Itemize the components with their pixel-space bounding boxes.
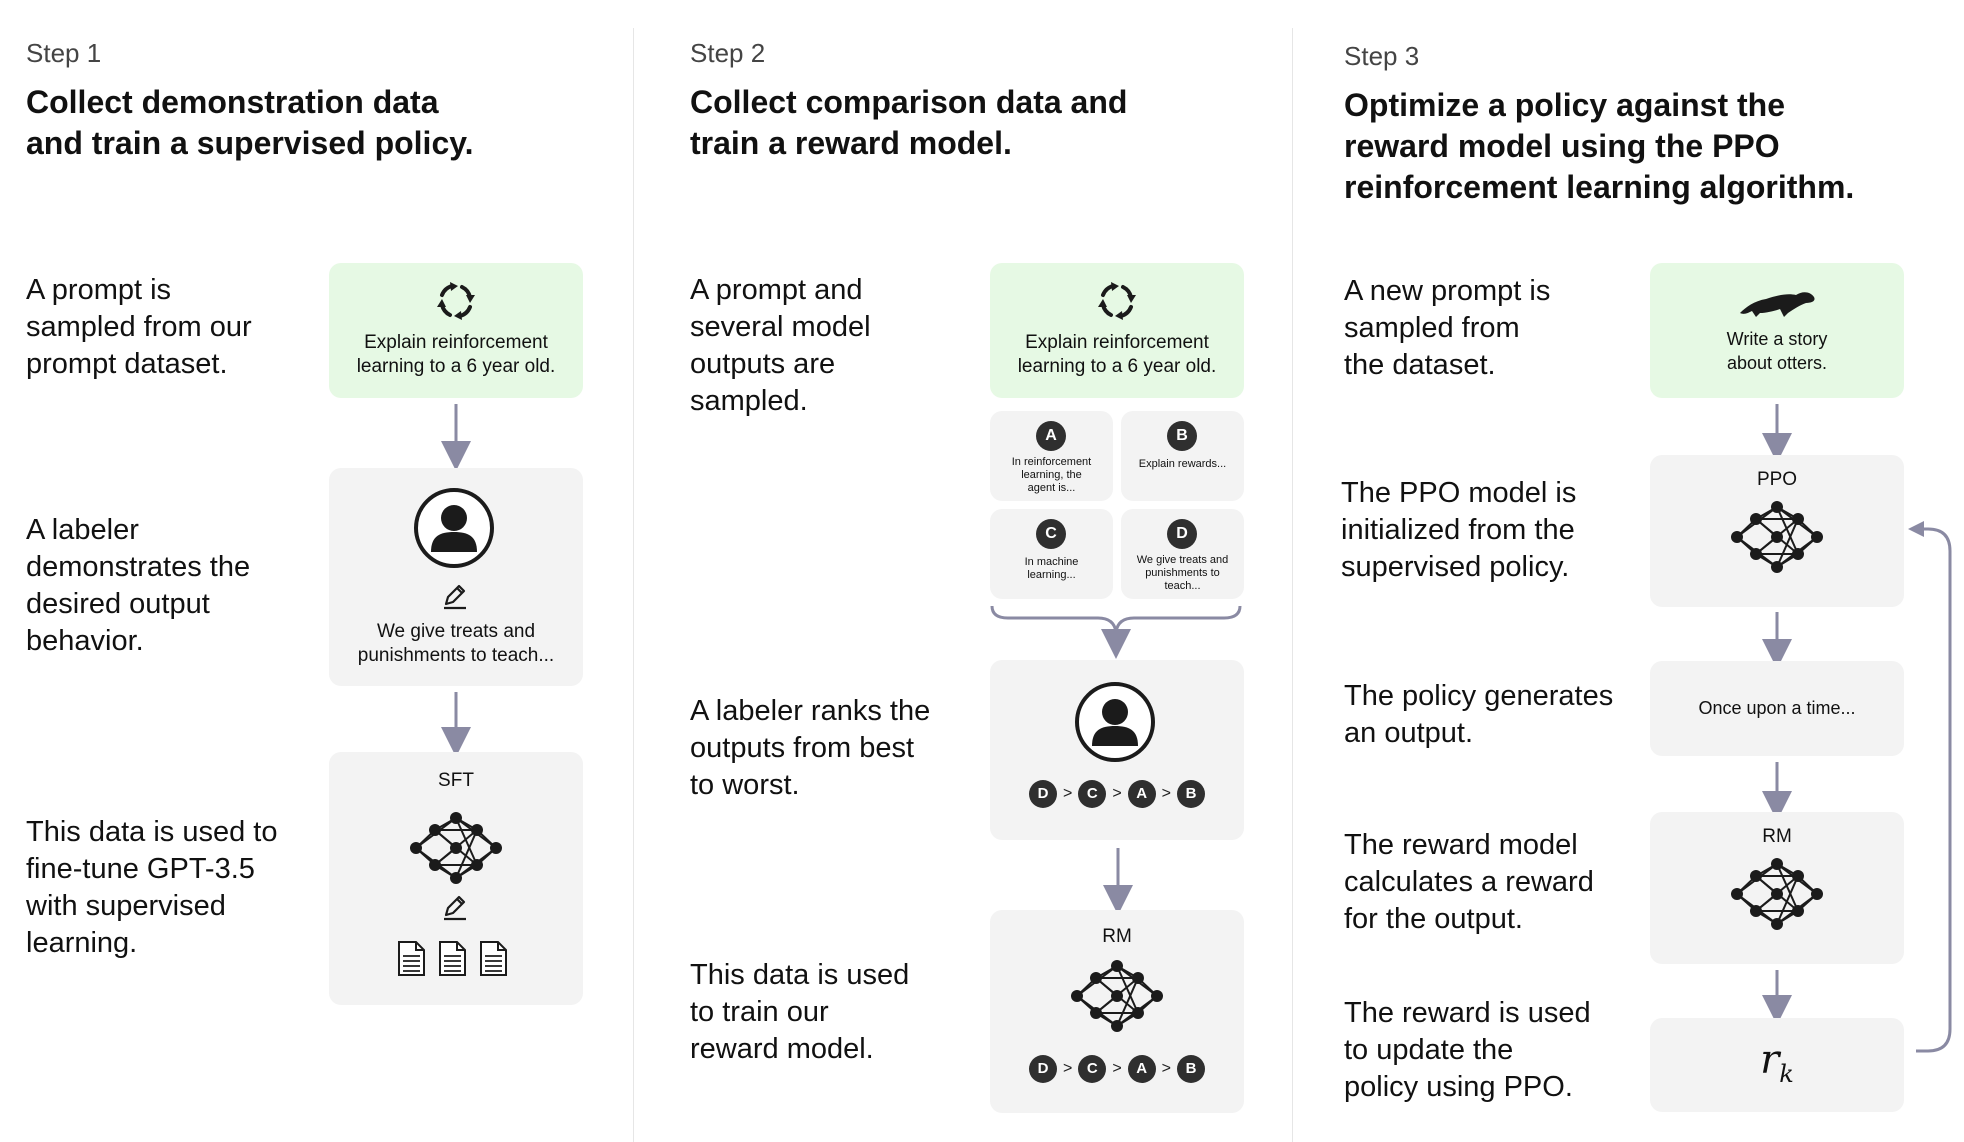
- option-letter-badge: D: [1167, 519, 1197, 549]
- document-icon: [439, 941, 466, 976]
- feedback-arrow-icon: [1908, 521, 1952, 1053]
- network-icon: [1730, 857, 1824, 931]
- option-letter-badge: C: [1036, 519, 1066, 549]
- brace-icon: [990, 605, 1242, 659]
- otter-icon: [1740, 292, 1815, 317]
- step3-arrow-1: [1762, 404, 1792, 463]
- reward-symbol: rk: [1760, 1037, 1794, 1088]
- step3-arrow-2: [1762, 612, 1792, 669]
- step3-arrow-4: [1762, 970, 1792, 1025]
- column-divider-1: [633, 28, 634, 1142]
- step3-title: Optimize a policy against the reward mod…: [1344, 87, 1855, 205]
- pencil-icon: [442, 895, 468, 921]
- output-option-b: B Explain rewards...: [1121, 411, 1244, 501]
- step2-arrow-2: [1103, 848, 1133, 915]
- step3-rm-box: RM: [1650, 812, 1904, 964]
- step1-arrow-2: [441, 692, 471, 757]
- step2-title: Collect comparison data and train a rewa…: [690, 84, 1128, 161]
- ranking-order: D> C> A> B: [990, 780, 1244, 808]
- step2-ranking-box: D> C> A> B: [990, 660, 1244, 840]
- policy-output-text: Once upon a time...: [1698, 698, 1856, 718]
- step3-label: Step 3: [1344, 41, 1420, 71]
- document-icon: [398, 941, 425, 976]
- sft-label: SFT: [438, 770, 474, 791]
- step3-output-box: Once upon a time...: [1650, 661, 1904, 756]
- network-icon: [1070, 959, 1164, 1033]
- pencil-icon: [442, 584, 468, 610]
- document-icon: [480, 941, 507, 976]
- person-icon: [1075, 682, 1155, 762]
- step2-label: Step 2: [690, 38, 766, 68]
- rm-label: RM: [1102, 926, 1132, 947]
- option-letter-badge: B: [1167, 421, 1197, 451]
- column-divider-2: [1292, 28, 1293, 1142]
- step3-ppo-box: PPO: [1650, 455, 1904, 607]
- step3-reward-box: rk: [1650, 1018, 1904, 1112]
- ranking-order: D> C> A> B: [990, 1055, 1244, 1083]
- network-icon: [1730, 500, 1824, 574]
- network-icon: [409, 811, 503, 885]
- person-icon: [414, 488, 494, 568]
- step1-arrow-1: [441, 404, 471, 471]
- step2-rm-box: RM D> C> A> B: [990, 910, 1244, 1113]
- option-letter-badge: A: [1036, 421, 1066, 451]
- ppo-label: PPO: [1756, 469, 1798, 490]
- refresh-icon: [435, 280, 477, 322]
- step3-arrow-3: [1762, 762, 1792, 821]
- step1-sft-box: SFT: [329, 752, 583, 1005]
- step1-title: Collect demonstration data and train a s…: [26, 84, 474, 161]
- refresh-icon: [1096, 280, 1138, 322]
- step1-label: Step 1: [26, 38, 102, 68]
- rm-label: RM: [1762, 826, 1792, 847]
